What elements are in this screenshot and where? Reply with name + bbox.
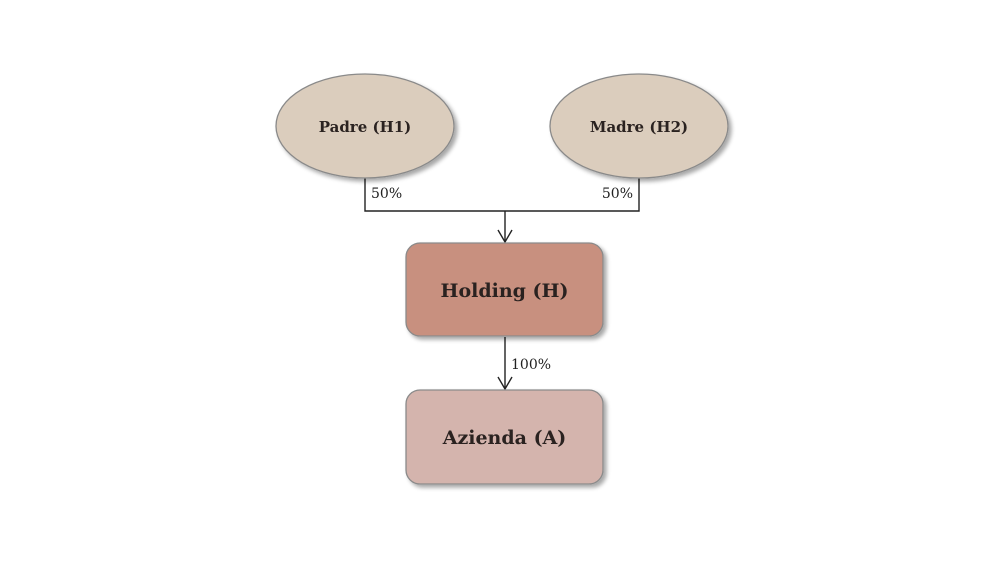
node-padre: Padre (H1): [275, 73, 455, 179]
arrowhead-azienda-icon: [497, 376, 513, 391]
node-padre-label: Padre (H1): [319, 118, 412, 136]
node-madre-label: Madre (H2): [590, 118, 688, 136]
node-holding: Holding (H): [405, 242, 604, 337]
node-madre: Madre (H2): [549, 73, 729, 179]
connectors: [364, 178, 640, 391]
edge-label-padre: 50%: [371, 186, 402, 202]
edge-madre-holding: [505, 178, 640, 212]
edge-label-holding-azienda: 100%: [511, 357, 551, 373]
edge-padre-holding: [364, 178, 505, 212]
node-holding-label: Holding (H): [441, 280, 569, 302]
node-azienda-label: Azienda (A): [442, 427, 567, 449]
edge-label-madre: 50%: [602, 186, 633, 202]
arrowhead-holding-icon: [497, 229, 513, 244]
node-azienda: Azienda (A): [405, 389, 604, 485]
